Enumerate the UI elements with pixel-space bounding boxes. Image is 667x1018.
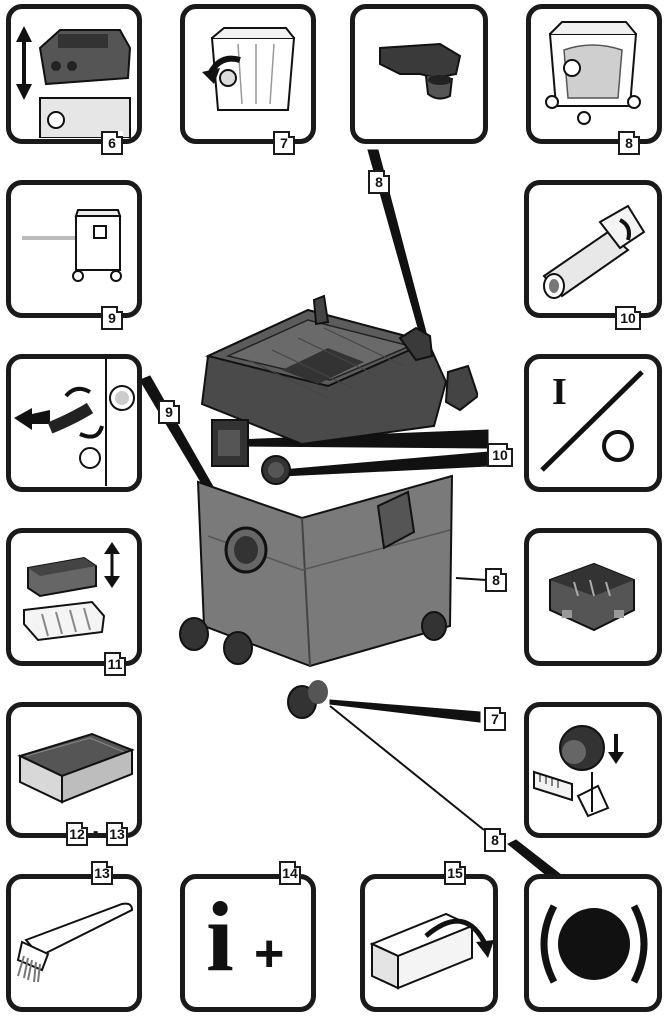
flat-filter-remove-icon (23, 542, 120, 642)
callout-13: 13 (91, 861, 113, 885)
filter-cassette-icon (17, 732, 135, 804)
callout-15: 15 (444, 861, 466, 885)
callout-8-topright: 8 (618, 131, 640, 155)
callout-12: 12 (66, 822, 88, 846)
panel-info (180, 874, 316, 1012)
callout-8-mid: 8 (485, 568, 507, 592)
hose-adapter-icon (542, 204, 646, 299)
callout-7-main: 7 (484, 707, 506, 731)
power-switch-symbol-icon (540, 370, 644, 472)
callout-11: 11 (104, 652, 126, 676)
callout-10-box: 10 (615, 306, 641, 330)
leader-8-bottom (329, 705, 485, 831)
container-rotate-icon (202, 27, 296, 111)
transport-vacuum-icon (22, 209, 122, 282)
callout-range-dash: - (93, 823, 99, 840)
leader-7-right (329, 699, 481, 723)
filter-holder-part-icon (549, 562, 635, 632)
callout-6: 6 (101, 131, 123, 155)
caster-wheel-icon (533, 725, 624, 818)
panel-holder-clip (350, 4, 488, 144)
callout-7: 7 (273, 131, 295, 155)
vacuum-head-lift-icon (16, 26, 132, 138)
callout-14: 14 (279, 861, 301, 885)
wet-dry-vacuum-main-icon (179, 294, 478, 719)
cleaning-brush-icon (16, 902, 134, 983)
holder-clip-icon (379, 42, 462, 100)
callout-8-top: 8 (368, 170, 390, 194)
info-letter: i (206, 881, 234, 992)
filter-bag-container-icon (545, 21, 641, 125)
hose-connect-icon (14, 358, 135, 486)
switch-on-symbol: I (552, 371, 567, 413)
callout-9-main: 9 (158, 400, 180, 424)
callout-9-box: 9 (101, 306, 123, 330)
panel-flat-filter (6, 528, 142, 666)
package-open-icon (369, 912, 494, 990)
callout-8-bottom: 8 (484, 828, 506, 852)
power-button-symbol-icon (540, 904, 648, 984)
info-plus-sign: + (254, 925, 285, 983)
callout-10-main: 10 (487, 443, 513, 467)
callout-13-range: 13 (106, 822, 128, 846)
leader-8-mid (455, 577, 487, 581)
panel-caster (524, 702, 662, 838)
